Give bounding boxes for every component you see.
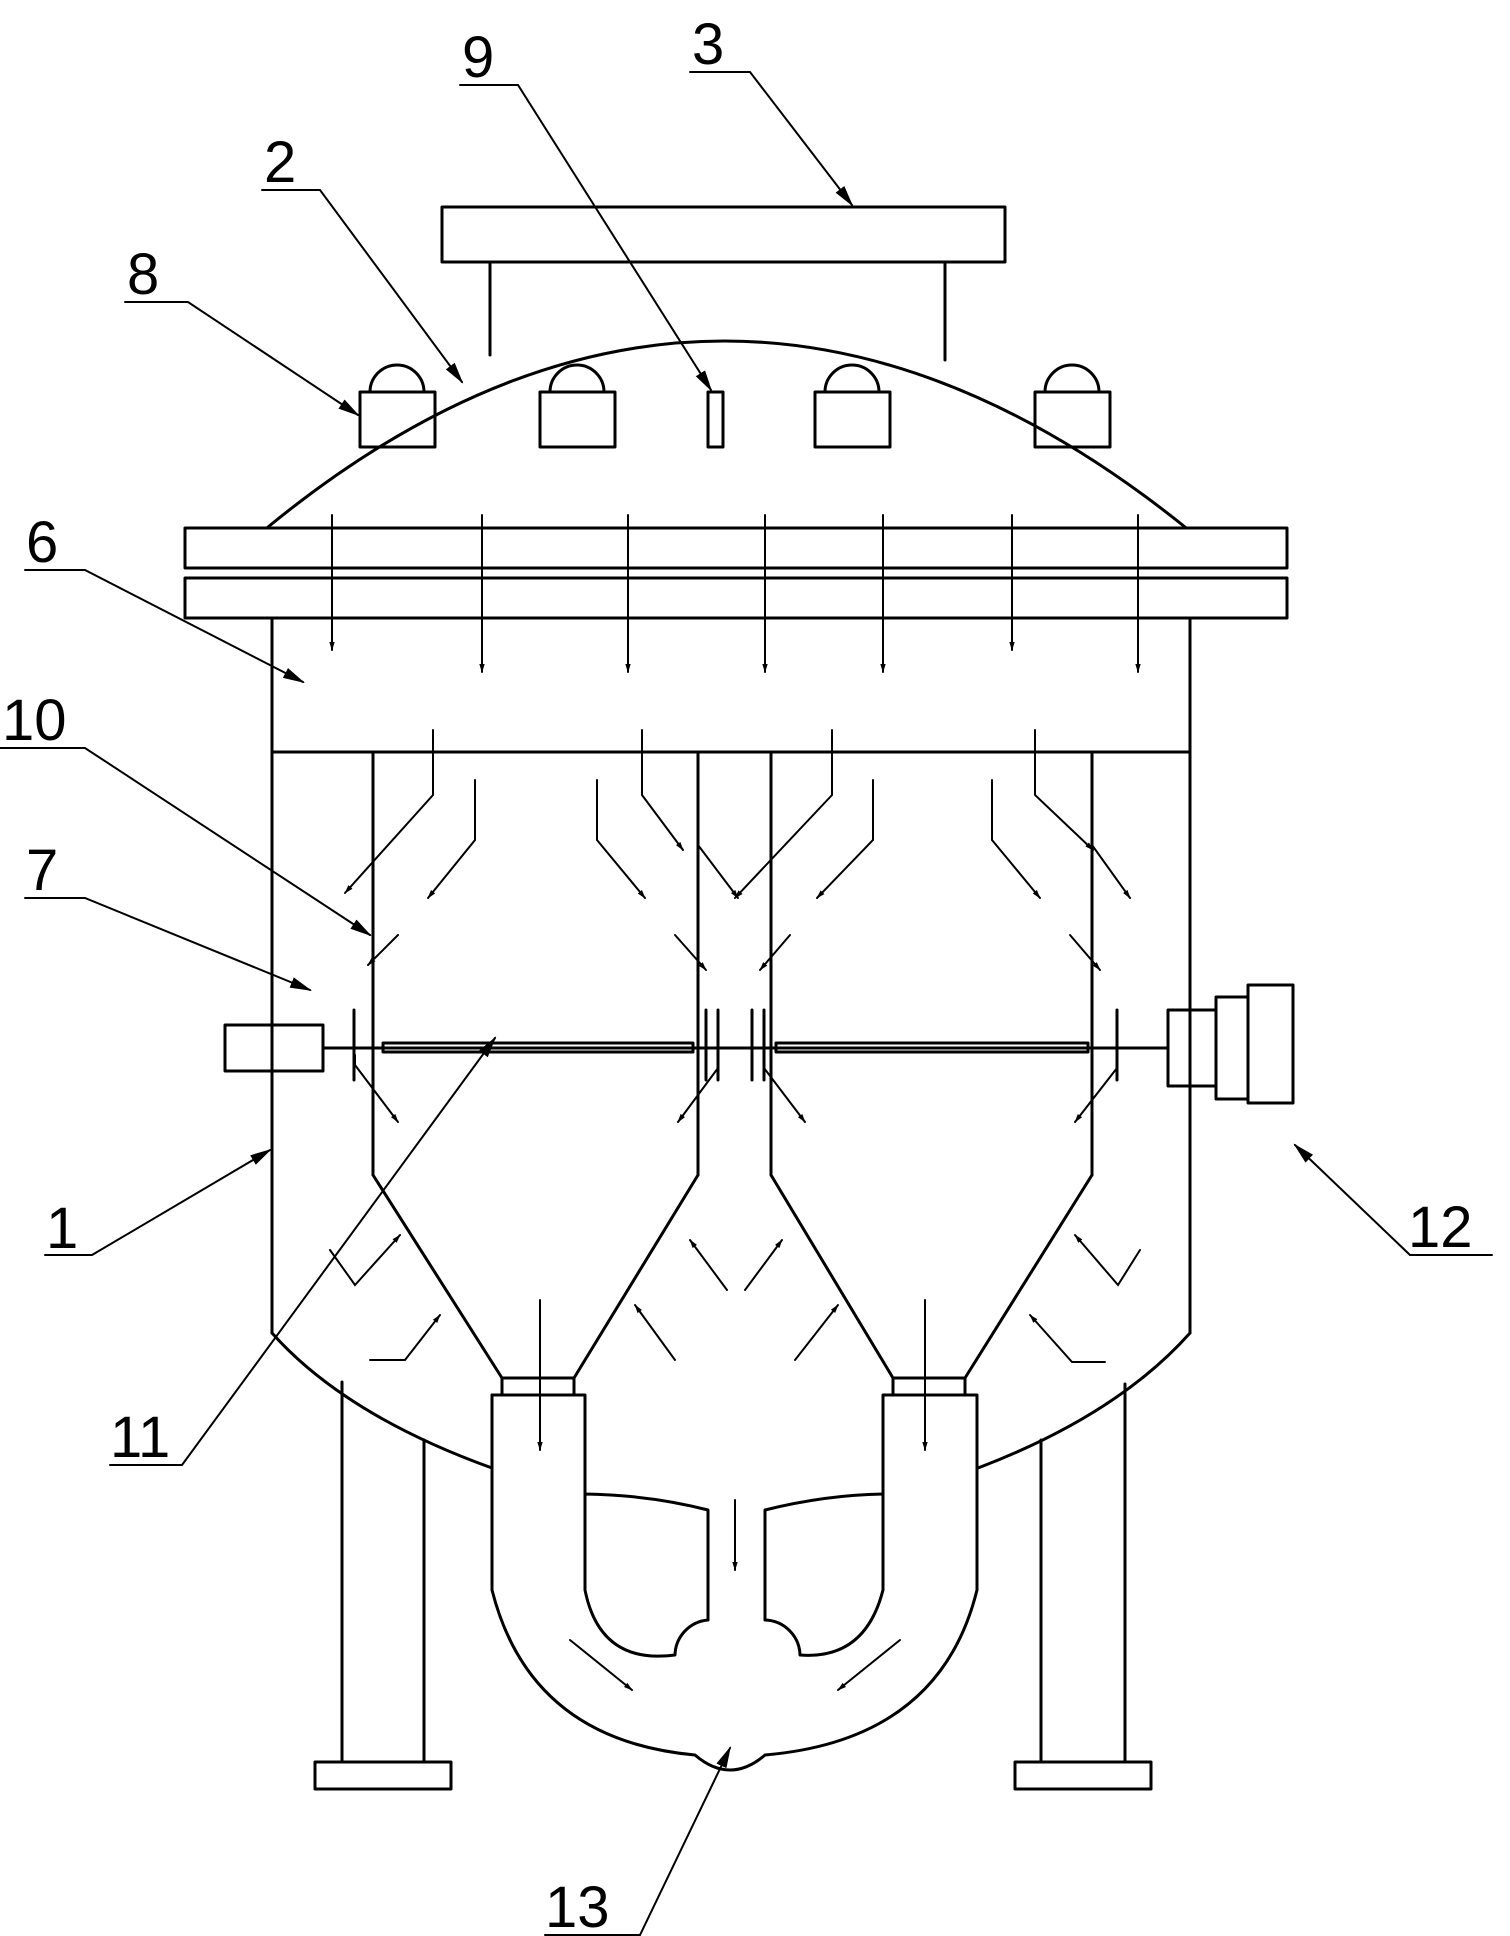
label-12: 12 [1408,1195,1473,1260]
flange-down-arrows [329,514,1141,673]
flow-arrows [329,514,1141,1691]
fitting-2 [538,363,617,449]
flange [183,526,1289,620]
leader-lines [0,71,1493,1936]
updraft-arrows [329,1234,1141,1363]
leader-10 [0,747,372,937]
label-1: 1 [46,1196,78,1261]
leader-11 [109,1036,497,1466]
outlet-arrows [537,1299,928,1691]
leader-13 [544,1746,731,1936]
label-6: 6 [26,510,58,575]
agitator-shaft [223,1008,1170,1082]
sensor-probe [706,390,725,449]
label-11: 11 [110,1405,170,1470]
fitting-1 [358,363,437,449]
bottom-collector [490,1393,979,1772]
label-10: 10 [2,688,67,753]
leader-12 [1293,1143,1493,1256]
leader-7 [24,897,313,991]
label-8: 8 [127,242,159,307]
leader-9 [459,84,713,392]
hopper-inflow-arrows [344,729,1131,1123]
label-9: 9 [462,25,494,90]
drive-motor [1166,983,1295,1105]
fitting-4 [1033,363,1112,449]
leader-3 [689,71,854,207]
label-2: 2 [264,130,296,195]
label-7: 7 [26,838,58,903]
label-3: 3 [692,12,724,77]
reference-numbers: 1 2 3 6 7 8 9 10 11 12 13 [2,12,1473,1936]
leader-2 [261,189,464,384]
lid-fittings [358,363,1112,449]
hopper-left [371,750,700,1397]
leader-8 [124,301,360,417]
leader-1 [44,1150,270,1256]
support-legs [313,1380,1153,1791]
top-motor-unit [440,205,1007,362]
leader-6 [24,569,305,684]
hopper-right [769,750,1094,1397]
dome-lid [266,339,1187,529]
fitting-3 [813,363,892,449]
label-13: 13 [545,1875,610,1936]
